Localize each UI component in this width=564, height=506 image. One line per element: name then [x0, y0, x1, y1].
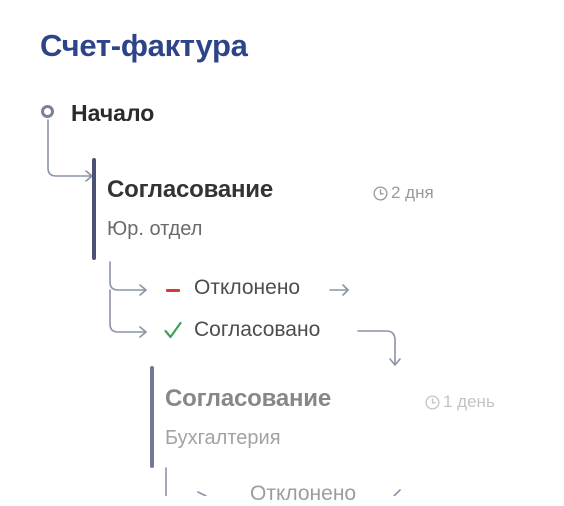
check-icon [164, 321, 182, 339]
duration-label: 1 день [443, 392, 495, 411]
duration-label: 2 дня [391, 183, 434, 202]
step-title[interactable]: Согласование [165, 385, 331, 412]
step-department: Бухгалтерия [165, 427, 281, 449]
step-department: Юр. отдел [107, 218, 203, 240]
page-title: Счет-фактура [40, 28, 248, 63]
start-label: Начало [71, 100, 155, 126]
step-bar [92, 158, 96, 260]
branch-label-rejected[interactable]: Отклонено [250, 482, 357, 505]
step-duration: 2 дня [373, 183, 434, 203]
clock-icon [373, 185, 388, 201]
branch-label-approved[interactable]: Согласовано [194, 318, 321, 341]
rejected-icon [166, 289, 180, 292]
start-node-icon [41, 105, 54, 118]
step-title[interactable]: Согласование [107, 176, 273, 203]
step-duration: 1 день [425, 392, 495, 412]
step-bar [150, 366, 154, 468]
clock-icon [425, 394, 440, 410]
branch-label-rejected[interactable]: Отклонено [194, 276, 301, 299]
